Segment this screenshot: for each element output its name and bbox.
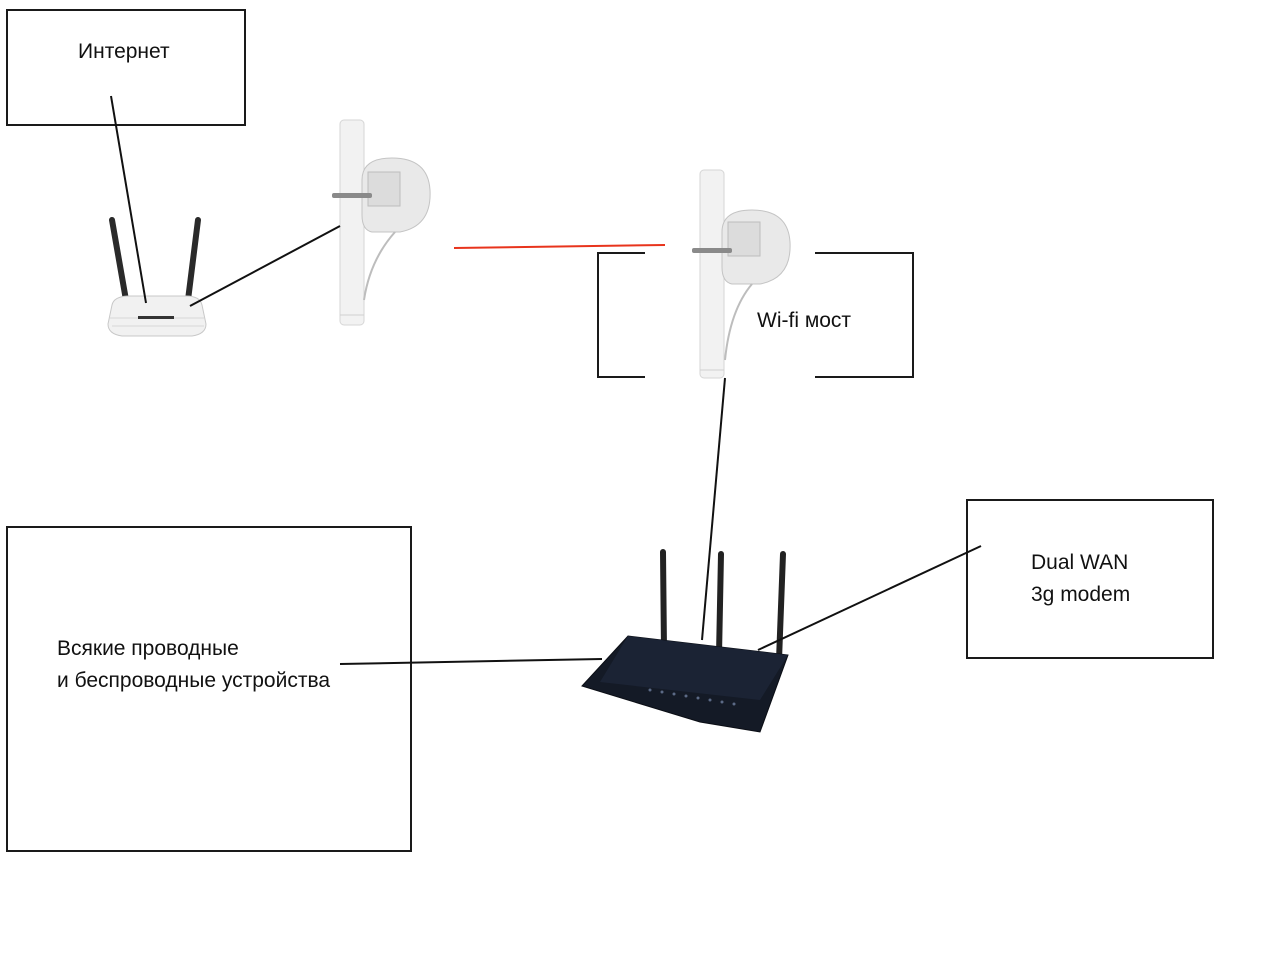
wire-asus-to-devices xyxy=(339,658,603,665)
wire-asus-to-dual-wan xyxy=(757,545,982,651)
wire-internet-to-tplink xyxy=(110,95,147,304)
dual-wan-box xyxy=(966,499,1214,659)
tp-link-router-icon xyxy=(107,217,207,337)
antenna-right-icon xyxy=(692,169,791,379)
internet-label: Интернет xyxy=(78,40,170,63)
devices-label-line1: Всякие проводные xyxy=(57,637,239,660)
wifi-bridge-box-right xyxy=(815,252,914,378)
devices-label-line2: и беспроводные устройства xyxy=(57,669,331,692)
antenna-left-icon xyxy=(332,119,431,326)
wireless-link-line xyxy=(453,244,666,249)
wifi-bridge-box-left xyxy=(597,252,645,378)
internet-box xyxy=(6,9,246,126)
dual-wan-label-line1: Dual WAN xyxy=(1031,551,1129,574)
wire-antenna-right-to-asus xyxy=(701,377,726,641)
wires xyxy=(110,95,982,665)
wifi-bridge-box xyxy=(597,252,914,378)
dual-wan-label-line2: 3g modem xyxy=(1031,583,1131,606)
wire-tplink-to-antenna-left xyxy=(189,225,341,307)
asus-router-icon xyxy=(581,549,789,733)
devices-box xyxy=(6,526,412,852)
wifi-bridge-label: Wi-fi мост xyxy=(757,309,852,332)
